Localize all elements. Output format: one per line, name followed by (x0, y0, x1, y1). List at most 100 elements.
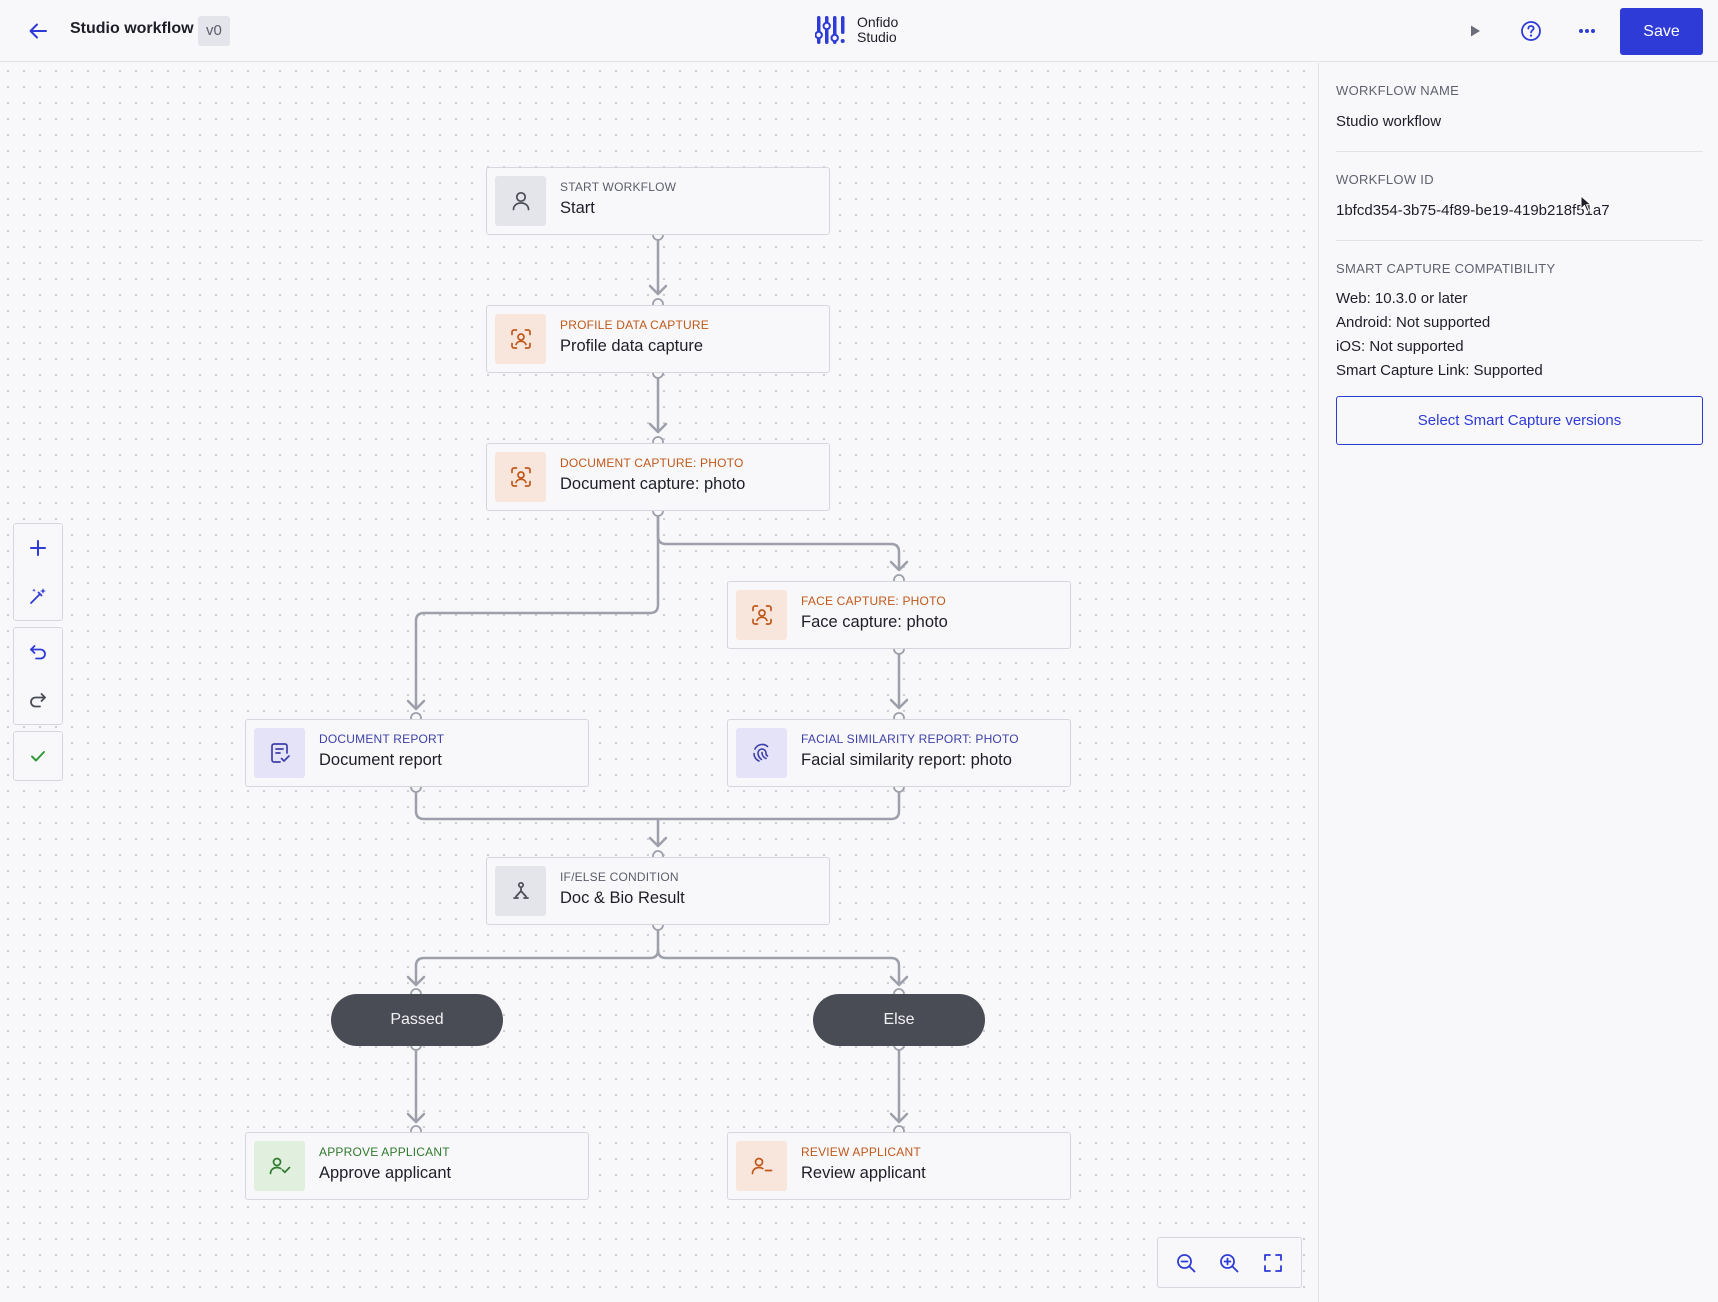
history-toolbar (13, 627, 63, 725)
logo-mark-icon (815, 16, 845, 44)
divider (1336, 151, 1703, 152)
fit-view-button[interactable] (1255, 1245, 1291, 1281)
document-check-icon (270, 743, 290, 763)
logo-line-1: Onfido (857, 14, 899, 30)
branch-passed[interactable]: Passed (331, 994, 503, 1046)
node-document-report[interactable]: DOCUMENT REPORT Document report (245, 719, 589, 787)
magic-wand-icon (30, 588, 46, 604)
user-icon (512, 191, 529, 211)
node-review-applicant[interactable]: REVIEW APPLICANT Review applicant (727, 1132, 1071, 1200)
node-type: APPROVE APPLICANT (319, 1145, 450, 1159)
node-icon-box (495, 314, 546, 364)
select-smart-capture-versions-button[interactable]: Select Smart Capture versions (1336, 396, 1703, 445)
branch-else[interactable]: Else (813, 994, 985, 1046)
play-icon (1471, 25, 1480, 37)
node-icon-box (495, 176, 546, 226)
node-type: FACIAL SIMILARITY REPORT: PHOTO (801, 732, 1019, 746)
node-name: Review applicant (801, 1164, 926, 1182)
more-icon (1579, 29, 1595, 33)
help-icon (1521, 21, 1541, 41)
node-icon-box (736, 590, 787, 640)
back-button[interactable] (22, 16, 54, 46)
node-icon-box (495, 866, 546, 916)
node-name: Doc & Bio Result (560, 889, 685, 907)
node-name: Document capture: photo (560, 475, 746, 493)
node-profile-data-capture[interactable]: PROFILE DATA CAPTURE Profile data captur… (486, 305, 830, 373)
node-if-else-condition[interactable]: IF/ELSE CONDITION Doc & Bio Result (486, 857, 830, 925)
node-icon-box (254, 728, 305, 778)
workflow-id-label: WORKFLOW ID (1336, 172, 1434, 187)
add-node-button[interactable] (14, 524, 62, 572)
zoom-out-button[interactable] (1168, 1245, 1204, 1281)
undo-button[interactable] (14, 628, 62, 676)
workflow-title: Studio workflow (70, 20, 194, 37)
logo-text: Onfido Studio (857, 15, 898, 45)
user-check-icon (269, 1157, 290, 1175)
workflow-id-section: WORKFLOW ID 1bfcd354-3b75-4f89-be19-419b… (1336, 172, 1703, 219)
node-name: Profile data capture (560, 337, 704, 355)
fingerprint-icon (752, 743, 768, 762)
workflow-id-value: 1bfcd354-3b75-4f89-be19-419b218f51a7 (1336, 202, 1610, 219)
onfido-studio-logo: Onfido Studio (815, 14, 898, 46)
zoom-controls (1157, 1237, 1302, 1288)
run-button[interactable] (1459, 16, 1491, 46)
fit-view-icon (1264, 1253, 1283, 1272)
compat-android: Android: Not supported (1336, 314, 1491, 331)
zoom-in-icon (1220, 1253, 1239, 1272)
branch-icon (512, 881, 529, 899)
node-approve-applicant[interactable]: APPROVE APPLICANT Approve applicant (245, 1132, 589, 1200)
compat-ios: iOS: Not supported (1336, 338, 1464, 355)
save-button[interactable]: Save (1620, 8, 1703, 55)
node-name: Face capture: photo (801, 613, 948, 631)
node-type: PROFILE DATA CAPTURE (560, 318, 709, 332)
compatibility-section: SMART CAPTURE COMPATIBILITY Web: 10.3.0 … (1336, 261, 1703, 383)
user-minus-icon (751, 1157, 772, 1175)
node-icon-box (736, 1141, 787, 1191)
node-name: Start (560, 199, 595, 217)
compatibility-list: Web: 10.3.0 or later Android: Not suppor… (1336, 287, 1703, 383)
magic-wand-button[interactable] (14, 572, 62, 620)
version-badge: v0 (198, 16, 230, 46)
logo-line-2: Studio (857, 29, 897, 45)
workflow-canvas[interactable] (0, 63, 1318, 1302)
node-face-capture[interactable]: FACE CAPTURE: PHOTO Face capture: photo (727, 581, 1071, 649)
node-type: DOCUMENT REPORT (319, 732, 445, 746)
zoom-in-button[interactable] (1211, 1245, 1247, 1281)
plus-icon (30, 540, 46, 556)
node-icon-box (495, 452, 546, 502)
compatibility-label: SMART CAPTURE COMPATIBILITY (1336, 261, 1556, 276)
divider (1336, 240, 1703, 241)
face-scan-icon (510, 467, 531, 487)
top-bar: Studio workflow v0 Onfido Studio Save (0, 0, 1718, 62)
redo-icon (30, 693, 46, 708)
check-icon (31, 751, 45, 762)
redo-button[interactable] (14, 676, 62, 724)
node-name: Facial similarity report: photo (801, 751, 1012, 769)
mouse-cursor-icon (1580, 195, 1592, 213)
workflow-name-value[interactable]: Studio workflow (1336, 113, 1442, 130)
compat-link: Smart Capture Link: Supported (1336, 362, 1543, 379)
workflow-name-label: WORKFLOW NAME (1336, 83, 1460, 98)
node-type: REVIEW APPLICANT (801, 1145, 921, 1159)
node-type: START WORKFLOW (560, 180, 677, 194)
node-type: FACE CAPTURE: PHOTO (801, 594, 946, 608)
help-button[interactable] (1515, 16, 1547, 46)
node-icon-box (254, 1141, 305, 1191)
workflow-settings-panel: WORKFLOW NAME Studio workflow WORKFLOW I… (1318, 63, 1718, 1302)
node-name: Document report (319, 751, 442, 769)
node-facial-similarity-report[interactable]: FACIAL SIMILARITY REPORT: PHOTO Facial s… (727, 719, 1071, 787)
add-toolbar (13, 523, 63, 621)
node-start[interactable]: START WORKFLOW Start (486, 167, 830, 235)
node-type: DOCUMENT CAPTURE: PHOTO (560, 456, 744, 470)
node-name: Approve applicant (319, 1164, 452, 1182)
workflow-name-section: WORKFLOW NAME Studio workflow (1336, 83, 1703, 130)
node-icon-box (736, 728, 787, 778)
compat-web: Web: 10.3.0 or later (1336, 290, 1468, 307)
node-document-capture[interactable]: DOCUMENT CAPTURE: PHOTO Document capture… (486, 443, 830, 511)
node-type: IF/ELSE CONDITION (560, 870, 679, 884)
zoom-out-icon (1176, 1253, 1196, 1272)
face-scan-icon (510, 329, 531, 349)
validate-button[interactable] (14, 732, 62, 780)
more-options-button[interactable] (1571, 16, 1603, 46)
arrow-left-icon (29, 23, 47, 39)
